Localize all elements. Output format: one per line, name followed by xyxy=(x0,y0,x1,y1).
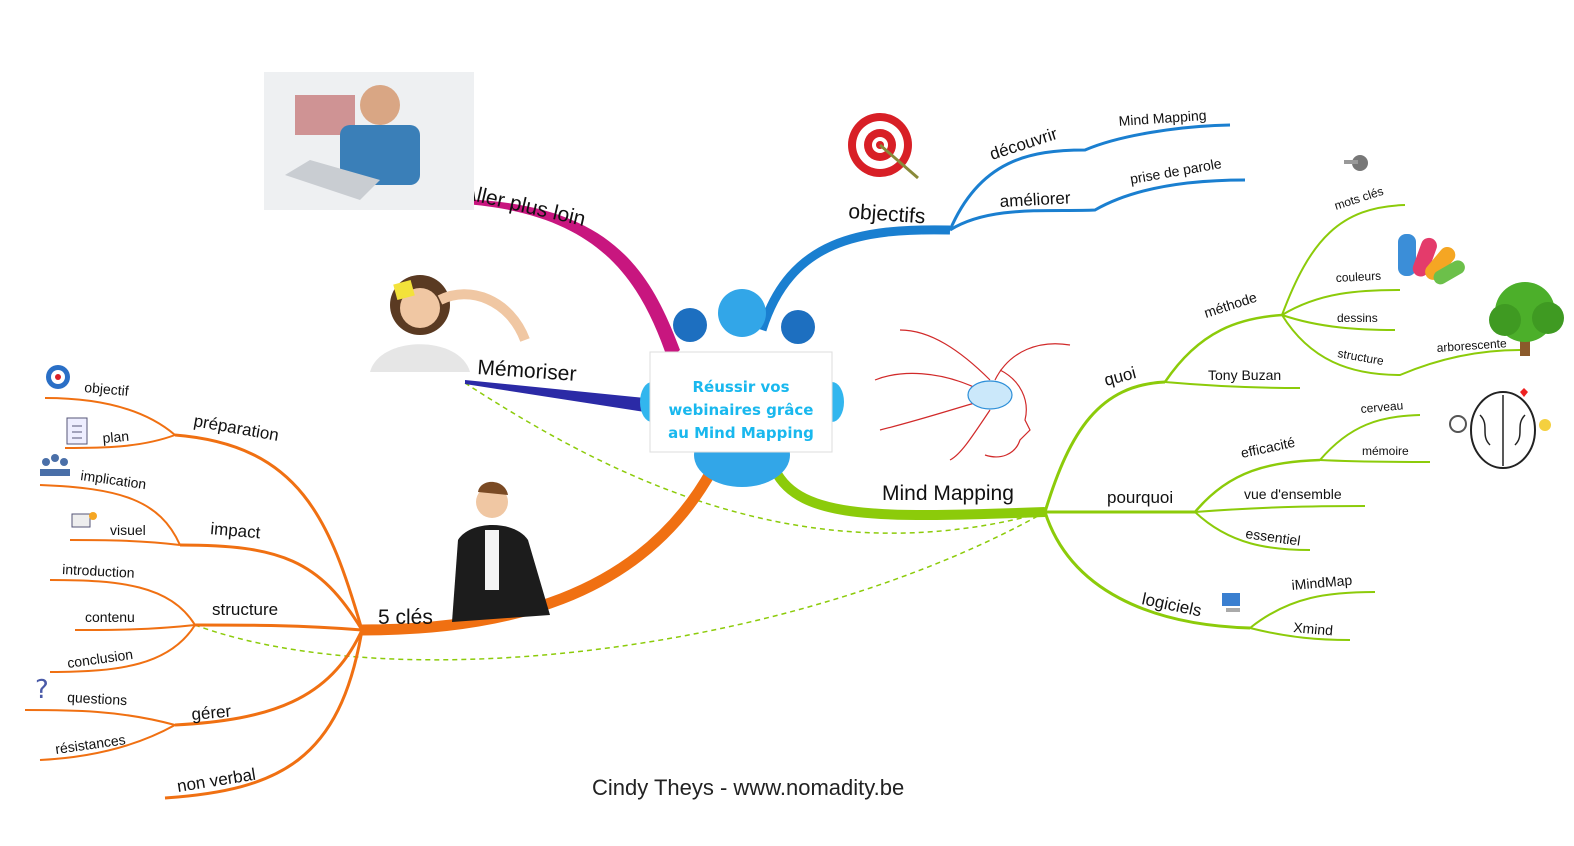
node-objectif[interactable]: objectif xyxy=(84,379,130,399)
node-mind-mapping[interactable]: Mind Mapping xyxy=(1118,107,1207,129)
head-brain-illustration xyxy=(874,329,1071,461)
node-essentiel[interactable]: essentiel xyxy=(1245,525,1302,549)
node-gerer[interactable]: gérer xyxy=(191,702,233,724)
node-contenu[interactable]: contenu xyxy=(85,609,135,625)
subbranch-line xyxy=(949,178,1246,232)
node-cerveau[interactable]: cerveau xyxy=(1360,398,1404,416)
node-dessins[interactable]: dessins xyxy=(1337,311,1378,325)
node-memoire[interactable]: mémoire xyxy=(1362,444,1409,458)
node-methode[interactable]: méthode xyxy=(1202,289,1259,321)
tree-icon xyxy=(1489,282,1564,356)
computer-icon xyxy=(1222,593,1240,612)
dashed-link-structure xyxy=(194,511,1046,661)
node-efficacite[interactable]: efficacité xyxy=(1239,434,1296,461)
central-title-line-2: webinaires grâce xyxy=(669,401,814,419)
subbranch-line xyxy=(1043,511,1251,630)
subbranch-line xyxy=(174,629,364,727)
node-couleurs[interactable]: couleurs xyxy=(1335,269,1381,285)
node-questions[interactable]: questions xyxy=(67,689,128,708)
photo-woman-sticky-note xyxy=(370,275,530,372)
presentation-icon xyxy=(71,512,97,528)
subbranch-line xyxy=(948,123,1231,231)
brain-icon xyxy=(1449,388,1551,469)
node-tony-buzan[interactable]: Tony Buzan xyxy=(1208,367,1281,383)
footer-credit: Cindy Theys - www.nomadity.be xyxy=(592,775,904,800)
node-structure[interactable]: structure xyxy=(212,600,278,619)
node-xmind[interactable]: Xmind xyxy=(1293,619,1334,638)
branch-label-5-cles[interactable]: 5 clés xyxy=(378,606,433,629)
central-title-line-1: Réussir vos xyxy=(692,378,789,396)
node-quoi[interactable]: quoi xyxy=(1102,363,1138,390)
branch-5-cles xyxy=(24,397,717,800)
branch-objectifs xyxy=(757,123,1246,332)
photo-woman-microphone xyxy=(452,481,550,622)
subbranch-line xyxy=(164,629,364,800)
node-vue-ensemble[interactable]: vue d'ensemble xyxy=(1244,486,1342,502)
branch-line xyxy=(770,467,1046,521)
target-small-icon xyxy=(46,365,70,389)
branch-line-memoriser xyxy=(465,380,645,412)
node-pourquoi[interactable]: pourquoi xyxy=(1107,488,1173,507)
node-impact[interactable]: impact xyxy=(210,519,262,542)
node-structure-mm[interactable]: structure xyxy=(1336,346,1385,368)
node-introduction[interactable]: introduction xyxy=(62,561,135,581)
branch-line xyxy=(757,225,951,332)
branch-aller-plus-loin: Aller plus loin xyxy=(450,180,680,360)
target-icon xyxy=(848,113,919,180)
keys-icon xyxy=(1344,155,1368,171)
subbranch-line xyxy=(179,543,364,631)
branch-line xyxy=(450,199,680,360)
color-palette-icon xyxy=(1398,234,1465,285)
question-mark-icon: ? xyxy=(35,675,49,705)
node-plan[interactable]: plan xyxy=(102,428,130,446)
branch-label-mind-mapping[interactable]: Mind Mapping xyxy=(882,482,1014,505)
central-title-line-3: au Mind Mapping xyxy=(668,424,814,442)
node-logiciels[interactable]: logiciels xyxy=(1140,589,1203,620)
branch-label[interactable]: Aller plus loin xyxy=(461,180,588,231)
branch-line xyxy=(361,467,717,636)
node-arborescente[interactable]: arborescente xyxy=(1436,336,1507,355)
node-resistances[interactable]: résistances xyxy=(54,731,126,757)
subbranch-line xyxy=(1043,380,1166,513)
subbranch-line xyxy=(174,433,364,631)
central-node[interactable]: Réussir vos webinaires grâce au Mind Map… xyxy=(640,289,844,487)
checklist-icon xyxy=(66,417,88,445)
photo-man-laptop xyxy=(264,72,474,210)
branch-mind-mapping xyxy=(770,204,1521,641)
people-icon xyxy=(40,454,70,476)
node-ameliorer[interactable]: améliorer xyxy=(999,188,1071,211)
branch-label-objectifs[interactable]: objectifs xyxy=(848,200,926,228)
node-imindmap[interactable]: iMindMap xyxy=(1291,572,1353,593)
dashed-links xyxy=(194,382,1046,661)
node-visuel[interactable]: visuel xyxy=(110,522,146,538)
subbranch-line xyxy=(194,623,363,632)
branch-label-memoriser[interactable]: Mémoriser xyxy=(477,356,578,386)
